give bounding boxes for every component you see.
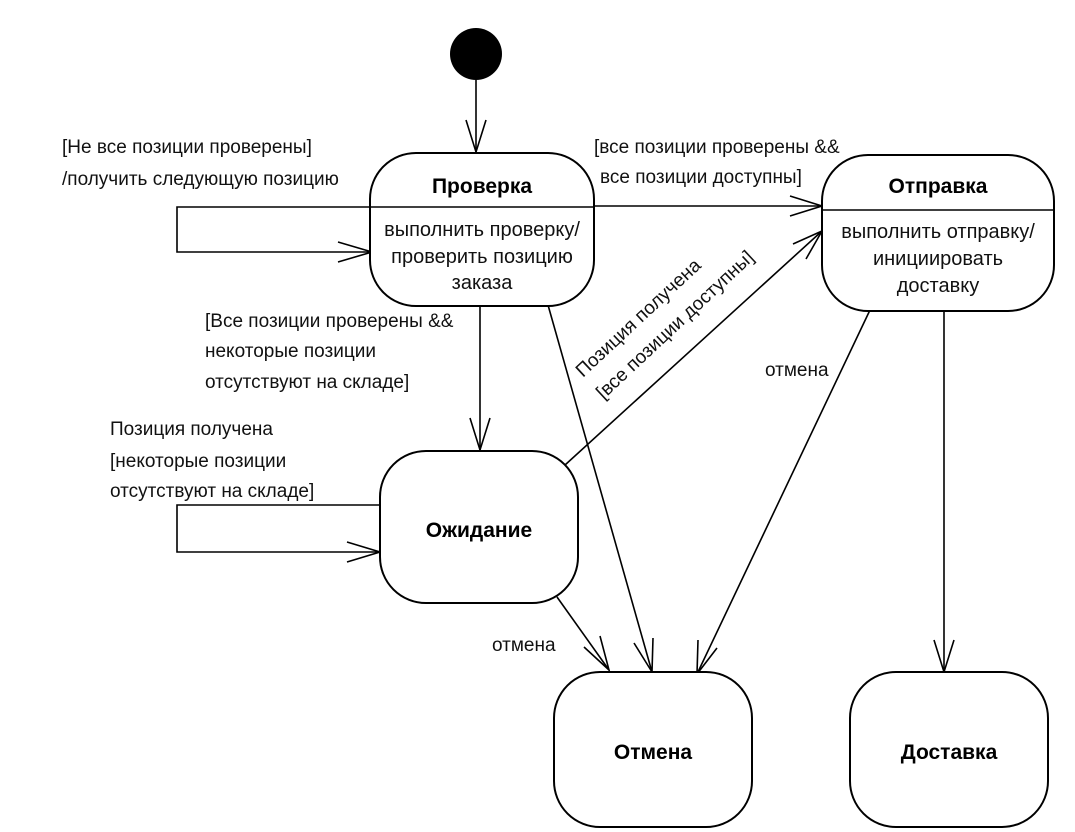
state-proverka-activity-2: проверить позицию <box>391 246 573 268</box>
state-otpravka-activity-2: инициировать <box>873 248 1003 270</box>
edge-self-proverka <box>176 206 375 263</box>
label-self-proverka: [Не все позиции проверены] /получить сле… <box>62 137 339 190</box>
initial-state <box>450 28 502 80</box>
state-otpravka-activity-1: выполнить отправку/ <box>841 221 1035 243</box>
state-otpravka-activity-3: доставку <box>897 275 979 297</box>
label-proverka-to-otpravka-line-2: все позиции доступны] <box>600 167 802 188</box>
edge-initial-to-proverka <box>465 80 487 155</box>
label-self-ozhidanie-line-3: отсутствуют на складе] <box>110 481 314 502</box>
state-proverka-activity-3: заказа <box>452 272 514 294</box>
label-otpravka-to-otmena: отмена <box>765 360 829 381</box>
label-self-proverka-line-2: /получить следующую позицию <box>62 169 339 190</box>
label-ozhidanie-to-otmena: отмена <box>492 635 556 656</box>
state-dostavka-name: Доставка <box>901 741 998 764</box>
state-proverka-name: Проверка <box>432 175 532 198</box>
state-otmena-name: Отмена <box>614 741 693 764</box>
state-ozhidanie-name: Ожидание <box>426 519 532 542</box>
edge-otpravka-to-dostavka <box>933 310 955 675</box>
state-dostavka: Доставка <box>849 671 1049 828</box>
label-self-ozhidanie-line-2: [некоторые позиции <box>110 451 286 472</box>
label-proverka-to-ozhidanie-line-1: [Все позиции проверены && <box>205 311 454 332</box>
edge-ozhidanie-to-otmena <box>556 596 611 673</box>
state-ozhidanie: Ожидание <box>379 450 579 604</box>
label-self-ozhidanie-line-1: Позиция получена <box>110 419 273 440</box>
label-proverka-to-otpravka: [все позиции проверены && все позиции до… <box>594 137 840 188</box>
edge-self-ozhidanie <box>176 504 383 563</box>
label-self-proverka-line-1: [Не все позиции проверены] <box>62 137 312 158</box>
label-proverka-to-ozhidanie: [Все позиции проверены && некоторые пози… <box>205 311 454 393</box>
state-proverka-activity-1: выполнить проверку/ <box>384 219 580 241</box>
state-otmena: Отмена <box>553 671 753 828</box>
edge-proverka-to-ozhidanie <box>469 305 491 453</box>
state-otpravka-name: Отправка <box>889 175 988 198</box>
edge-proverka-to-otpravka <box>594 195 825 217</box>
label-proverka-to-otpravka-line-1: [все позиции проверены && <box>594 137 840 158</box>
label-proverka-to-ozhidanie-line-2: некоторые позиции <box>205 341 376 362</box>
state-proverka: Проверка выполнить проверку/ проверить п… <box>369 152 595 307</box>
label-self-ozhidanie: Позиция получена [некоторые позиции отсу… <box>110 419 314 502</box>
label-proverka-to-ozhidanie-line-3: отсутствуют на складе] <box>205 372 409 393</box>
state-otpravka: Отправка выполнить отправку/ инициироват… <box>821 154 1055 312</box>
